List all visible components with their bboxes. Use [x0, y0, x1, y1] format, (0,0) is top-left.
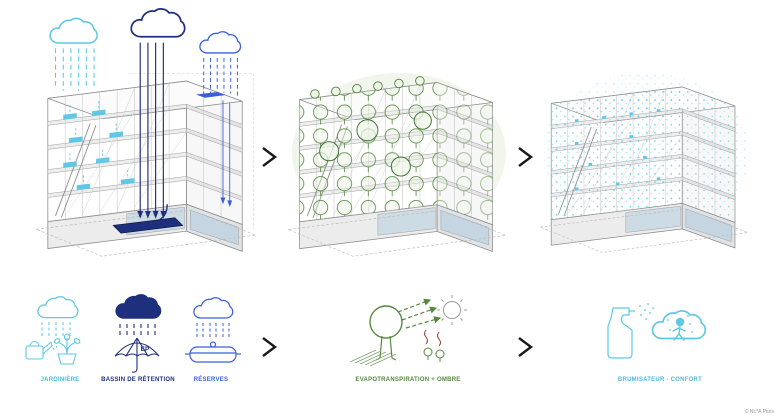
chevron-arrow-icon — [518, 147, 533, 167]
rain-lines-icon — [203, 57, 238, 96]
mist-dots — [667, 315, 693, 333]
stage-1-water-collection — [35, 8, 257, 257]
cloud-icon — [37, 296, 79, 319]
retention-basin-icon — [112, 217, 184, 234]
heat-squiggles — [424, 329, 441, 347]
facade-mist — [551, 86, 683, 220]
tree-icon — [319, 111, 432, 177]
legend-group-brumisateur — [607, 303, 707, 359]
chevron-arrow-icon — [262, 337, 277, 357]
drip-lines — [69, 101, 129, 185]
arrow-down-icon — [137, 210, 167, 219]
rain-lines-icon — [119, 324, 156, 338]
roof-trees — [310, 76, 425, 99]
umbrella-icon — [114, 337, 160, 373]
legend-label-reserves: RÉSERVES — [193, 377, 229, 383]
roof-reservoir-panel-icon — [196, 91, 226, 98]
tree-icon — [369, 305, 403, 361]
mist-dots — [639, 303, 654, 320]
side-mist — [682, 86, 735, 223]
cloud-icon — [130, 8, 186, 38]
chevron-arrow-icon — [262, 147, 277, 167]
watering-can-icon — [25, 340, 59, 360]
cloud-icon — [199, 31, 242, 54]
evaporation-arrows — [397, 298, 442, 329]
sun-icon — [437, 295, 467, 325]
construction-lines — [128, 73, 255, 230]
person-icon — [672, 317, 686, 341]
facade-vegetation — [299, 82, 438, 222]
plant-icon — [53, 333, 81, 365]
cloud-icon — [193, 297, 234, 319]
mister-nozzles — [574, 109, 661, 191]
cloud-icon — [49, 17, 98, 44]
reservoir-tub-icon — [185, 341, 241, 363]
rain-lines-icon — [41, 322, 71, 336]
spray-bottle-icon — [607, 307, 635, 359]
shadow-hatch — [349, 349, 397, 367]
legend-label-brumisateur: BRUMISATEUR - CONFORT — [617, 377, 703, 383]
roof-mist — [551, 86, 735, 123]
stage-2-vegetation — [287, 72, 507, 257]
planter-icons — [63, 109, 135, 191]
stage-3-misting — [539, 72, 750, 253]
arrow-down-icon — [220, 197, 233, 208]
rain-lines-icon — [55, 48, 95, 91]
side-vegetation — [437, 82, 493, 225]
drain-pipe — [159, 204, 168, 221]
legend-group-water: EP — [25, 294, 241, 373]
legend-label-jardiniere: JARDINIÈRE — [40, 377, 80, 383]
legend-label-bassin: BASSIN DE RÉTENTION — [101, 377, 175, 383]
collector-lines — [139, 42, 164, 213]
legend-group-evapotranspiration — [349, 295, 467, 367]
riser-lines — [222, 100, 231, 202]
cloud-icon — [115, 294, 162, 319]
rain-lines-icon — [196, 323, 230, 337]
umbrella-ep-label: EP — [141, 346, 150, 353]
credit-text: © NL*A Paris — [744, 409, 774, 415]
chevron-arrow-icon — [518, 337, 533, 357]
ground-plants — [423, 347, 445, 362]
legend-label-evapotranspiration: EVAPOTRANSPIRATION + OMBRE — [355, 377, 461, 383]
